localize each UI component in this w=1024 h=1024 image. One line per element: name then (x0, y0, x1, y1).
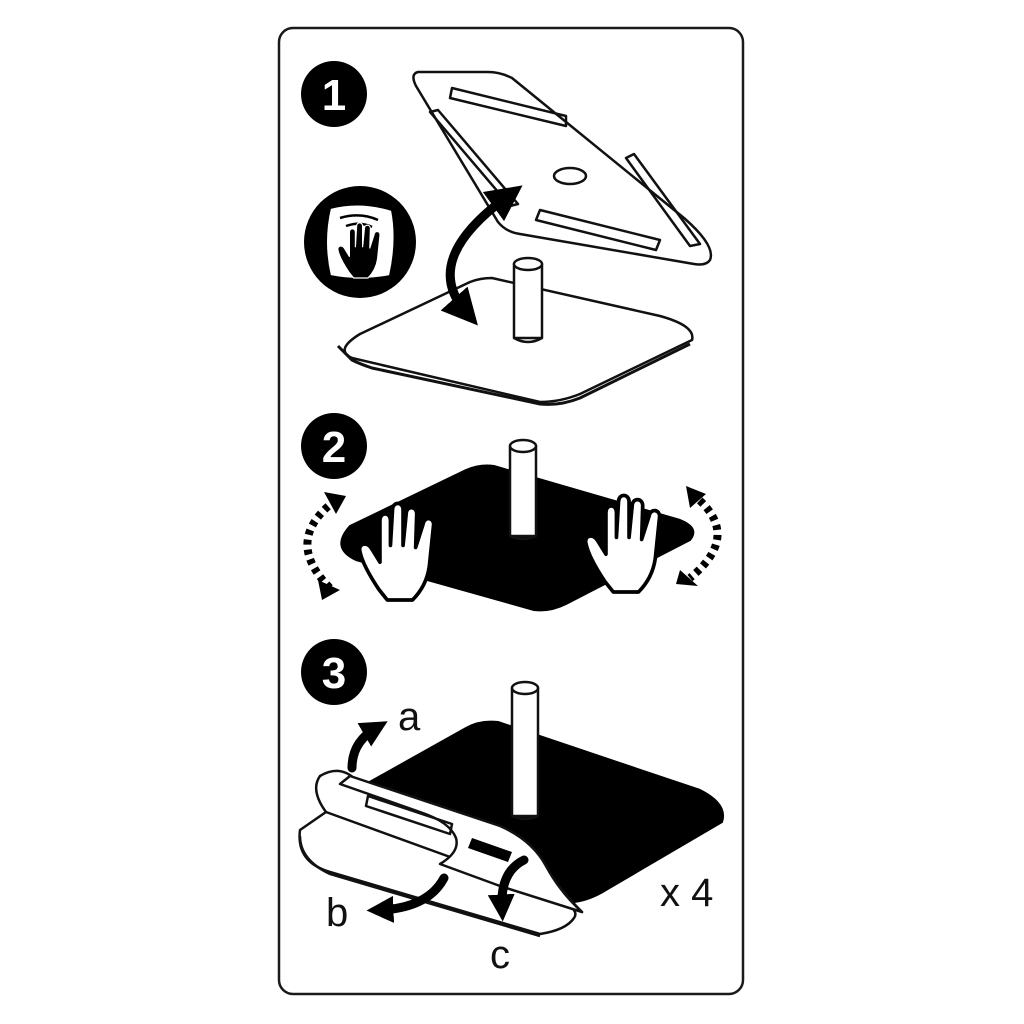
plate-slot-right (624, 152, 702, 248)
flip-arrow-icon (440, 185, 523, 326)
label-b: b (326, 891, 348, 935)
plate-slot-bottom (534, 208, 662, 252)
step-3-badge (301, 639, 367, 705)
step-1: 1 (301, 61, 713, 406)
post-step-3 (510, 686, 540, 818)
peel-slot-1 (364, 794, 454, 836)
label-c: c (490, 933, 510, 977)
cleaning-cloth-hand-icon (304, 186, 416, 298)
rocking-dotted-arrow-icon-left (303, 492, 346, 600)
post-step-2 (508, 444, 538, 538)
multiplier-label: x 4 (660, 871, 713, 915)
label-a: a (398, 695, 421, 739)
plate-center-hole (552, 166, 588, 186)
base-plate-step-3 (365, 720, 724, 903)
step-3-number: 3 (322, 649, 346, 698)
plate-slot-top (448, 86, 568, 128)
rocking-dotted-arrow-icon-right (676, 486, 722, 586)
step-3: 3 a b c x 4 (298, 639, 724, 977)
step-1-number: 1 (322, 71, 346, 120)
step-1-badge (301, 61, 367, 127)
step-2: 2 (301, 413, 722, 612)
step-2-number: 2 (322, 423, 346, 472)
peel-arrow-a-icon (347, 721, 388, 773)
peel-arrow-c-icon (487, 855, 529, 922)
peel-slot-2 (468, 838, 512, 862)
step-2-badge (301, 413, 367, 479)
post-step-1 (512, 262, 544, 340)
peel-arrow-b-icon (366, 873, 449, 923)
